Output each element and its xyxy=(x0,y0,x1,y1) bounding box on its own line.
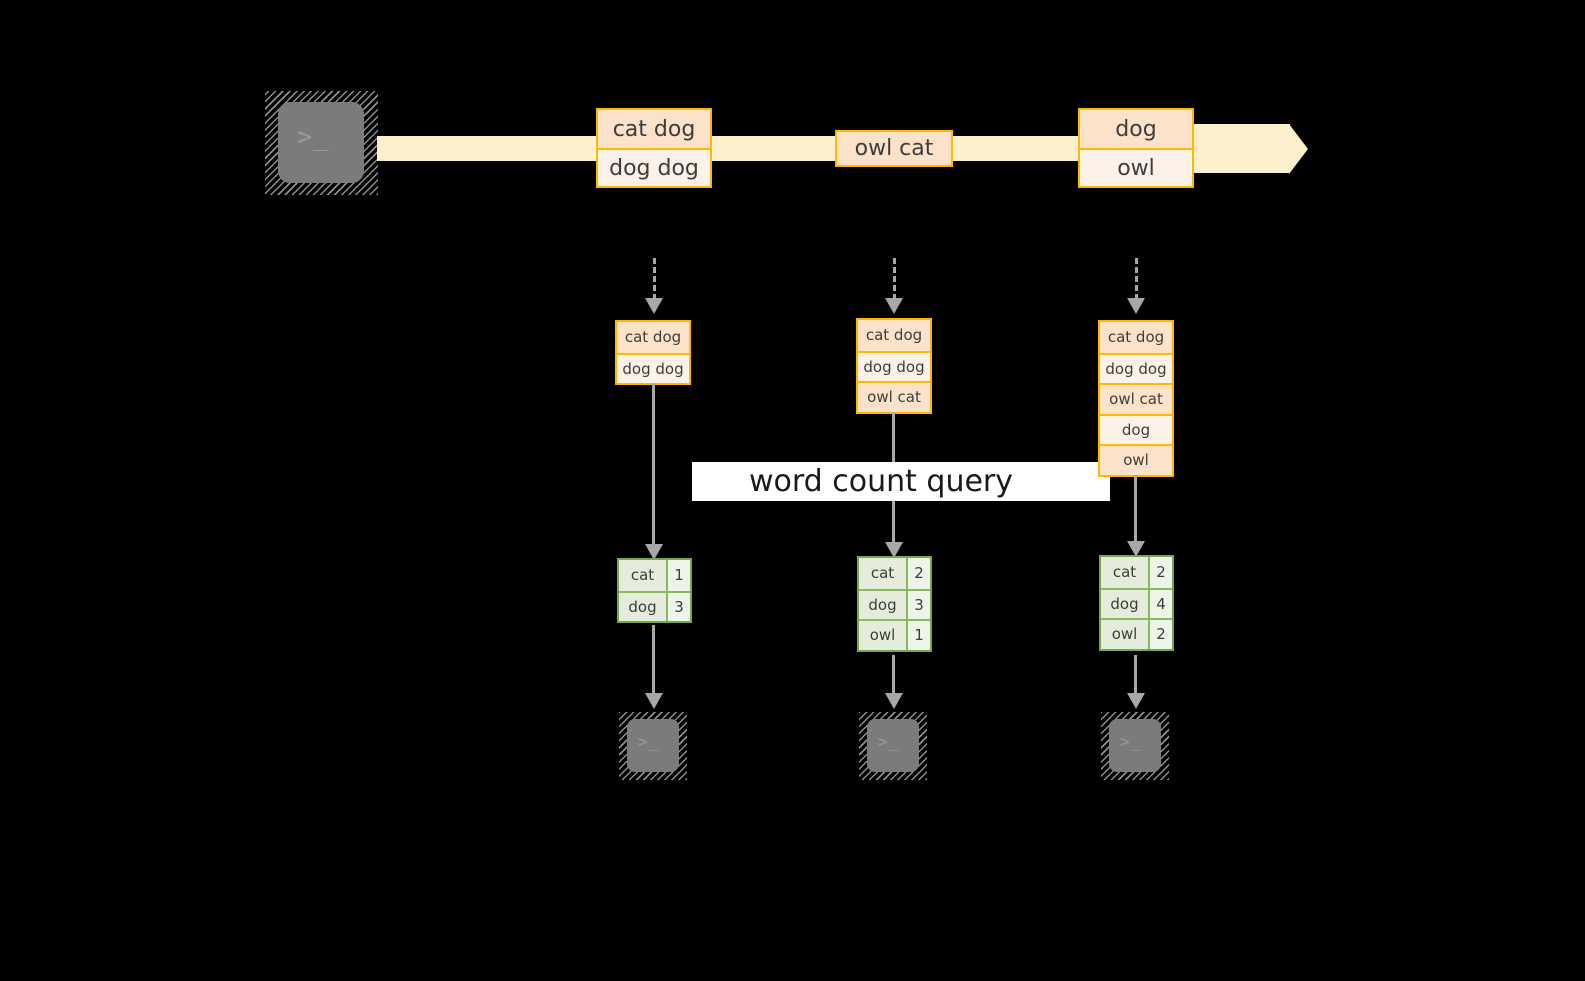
stream-band-segment-1 xyxy=(377,136,599,161)
snapshot-2-dashed-arrow-head xyxy=(885,298,903,314)
snapshot-2-input-stack: cat dog dog dog owl cat xyxy=(856,318,932,414)
snapshot-2-query-arrow-head xyxy=(885,542,903,558)
table-row: dog 4 xyxy=(1101,587,1172,618)
table-cell-word: cat xyxy=(859,558,906,589)
snapshot-2-input-row: dog dog xyxy=(858,350,930,381)
snapshot-1-dashed-arrow-head xyxy=(645,298,663,314)
query-label-text: word count query xyxy=(748,464,1014,499)
snapshot-1-sink-arrow-head xyxy=(645,693,663,709)
source-terminal-icon: >_ xyxy=(265,91,378,195)
stream-record-row: dog dog xyxy=(598,148,710,186)
table-cell-count: 1 xyxy=(906,621,930,650)
snapshot-2-sink-arrow-head xyxy=(885,693,903,709)
table-cell-count: 1 xyxy=(666,560,690,591)
table-cell-count: 3 xyxy=(666,592,690,621)
stream-record-row: owl xyxy=(1080,148,1192,186)
terminal-body xyxy=(1109,719,1161,772)
snapshot-3-input-row: owl xyxy=(1100,444,1172,475)
snapshot-1-query-connector xyxy=(652,383,655,546)
table-row: cat 2 xyxy=(859,558,930,589)
table-cell-count: 2 xyxy=(1148,557,1172,588)
snapshot-3-sink-terminal-icon: >_ xyxy=(1101,712,1169,780)
snapshot-1-sink-connector xyxy=(652,625,655,695)
stream-record-row: dog xyxy=(1080,110,1192,148)
snapshot-2-result-table: cat 2 dog 3 owl 1 xyxy=(857,556,932,652)
snapshot-3-sink-arrow-head xyxy=(1127,693,1145,709)
table-row: owl 1 xyxy=(859,619,930,650)
terminal-prompt-glyph: >_ xyxy=(297,122,330,151)
snapshot-3-sink-connector xyxy=(1134,655,1137,695)
table-cell-word: cat xyxy=(619,560,666,591)
stream-record-group-3: dog owl xyxy=(1078,108,1194,188)
table-cell-count: 3 xyxy=(906,590,930,619)
stream-record-row: owl cat xyxy=(837,132,951,165)
stream-arrow-head xyxy=(1289,124,1308,174)
terminal-prompt-glyph: >_ xyxy=(638,732,660,751)
stream-record-group-2: owl cat xyxy=(835,130,953,167)
snapshot-2-sink-connector xyxy=(892,655,895,695)
snapshot-1-dashed-connector xyxy=(653,258,656,300)
table-cell-count: 4 xyxy=(1148,589,1172,618)
table-cell-word: owl xyxy=(859,621,906,650)
table-cell-count: 2 xyxy=(1148,620,1172,649)
table-cell-word: cat xyxy=(1101,557,1148,588)
table-cell-word: owl xyxy=(1101,620,1148,649)
table-row: cat 1 xyxy=(619,560,690,591)
terminal-prompt-glyph: >_ xyxy=(1120,732,1142,751)
snapshot-3-input-stack: cat dog dog dog owl cat dog owl xyxy=(1098,320,1174,477)
snapshot-1-query-arrow-head xyxy=(645,544,663,560)
snapshot-3-query-arrow-head xyxy=(1127,541,1145,557)
table-cell-word: dog xyxy=(619,592,666,621)
snapshot-2-sink-terminal-icon: >_ xyxy=(859,712,927,780)
stream-record-row: cat dog xyxy=(598,110,710,148)
snapshot-2-dashed-connector xyxy=(893,258,896,300)
table-cell-word: dog xyxy=(1101,589,1148,618)
stream-band-segment-3 xyxy=(950,136,1078,161)
snapshot-3-input-row: dog dog xyxy=(1100,352,1172,383)
snapshot-1-input-row: dog dog xyxy=(617,352,689,383)
snapshot-1-input-row: cat dog xyxy=(617,322,689,353)
snapshot-1-result-table: cat 1 dog 3 xyxy=(617,558,692,623)
snapshot-2-input-row: owl cat xyxy=(858,381,930,412)
table-row: dog 3 xyxy=(859,588,930,619)
snapshot-3-dashed-arrow-head xyxy=(1127,298,1145,314)
snapshot-3-query-connector xyxy=(1134,475,1137,543)
snapshot-3-input-row: dog xyxy=(1100,413,1172,444)
table-cell-word: dog xyxy=(859,590,906,619)
terminal-body xyxy=(867,719,919,772)
terminal-prompt-glyph: >_ xyxy=(878,732,900,751)
table-row: owl 2 xyxy=(1101,618,1172,649)
snapshot-3-input-row: owl cat xyxy=(1100,383,1172,414)
snapshot-3-result-table: cat 2 dog 4 owl 2 xyxy=(1099,555,1174,651)
table-row: cat 2 xyxy=(1101,557,1172,588)
snapshot-1-input-stack: cat dog dog dog xyxy=(615,320,691,385)
stream-band-segment-2 xyxy=(709,136,837,161)
snapshot-3-input-row: cat dog xyxy=(1100,322,1172,353)
table-row: dog 3 xyxy=(619,590,690,621)
stream-band-segment-4 xyxy=(1190,124,1290,173)
snapshot-1-sink-terminal-icon: >_ xyxy=(619,712,687,780)
query-label-band: word count query xyxy=(692,462,1110,501)
stream-record-group-1: cat dog dog dog xyxy=(596,108,712,188)
table-cell-count: 2 xyxy=(906,558,930,589)
snapshot-3-dashed-connector xyxy=(1135,258,1138,300)
snapshot-2-input-row: cat dog xyxy=(858,320,930,351)
terminal-body xyxy=(627,719,679,772)
terminal-body xyxy=(278,102,364,183)
